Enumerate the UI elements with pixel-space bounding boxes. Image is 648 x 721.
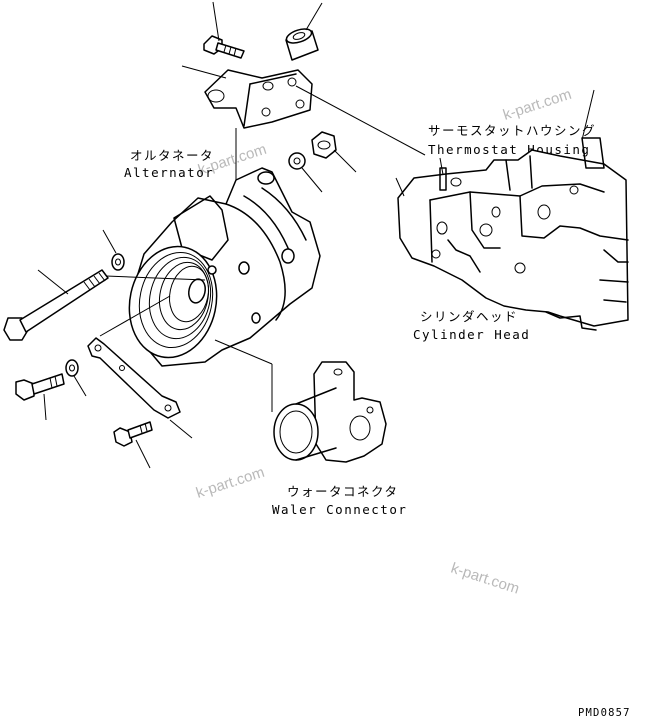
mounting-bolt-short — [113, 421, 153, 447]
alternator-label-en: Alternator — [124, 165, 214, 180]
nut — [311, 131, 337, 159]
mounting-bolt-long — [3, 269, 109, 341]
washer — [288, 152, 306, 170]
leader-line — [169, 419, 193, 439]
water-connector-label-en: Waler Connector — [272, 502, 407, 517]
leader-line — [333, 149, 357, 173]
leader-line — [295, 85, 426, 156]
adjuster-strap — [87, 337, 181, 419]
watermark: k-part.com — [501, 86, 574, 124]
cylinder-head-label-en: Cylinder Head — [413, 327, 530, 342]
alternator-bracket — [204, 69, 313, 129]
leader-line — [102, 229, 117, 254]
leader-line — [73, 375, 87, 397]
leader-line — [135, 439, 151, 469]
page-number: PMD0857 — [578, 707, 631, 719]
alternator — [128, 167, 321, 367]
bracket-bolt — [203, 35, 245, 59]
water-connector — [273, 361, 387, 463]
leader-line — [212, 1, 220, 42]
spacer-collar — [285, 28, 319, 61]
leader-line — [37, 269, 69, 295]
thermostat-housing-label-en: Thermostat Housing — [428, 142, 590, 157]
mounting-bolt-short — [15, 373, 65, 401]
thermostat-housing-label-jp: サーモスタットハウシング — [428, 123, 596, 138]
leader-line — [301, 167, 323, 193]
washer — [65, 359, 79, 377]
leader-line — [395, 177, 405, 197]
leader-line — [581, 89, 595, 141]
watermark: k-part.com — [194, 464, 267, 502]
water-connector-label-jp: ウォータコネクタ — [287, 484, 399, 499]
leader-line — [99, 295, 171, 337]
leader-line — [305, 2, 323, 31]
washer — [111, 253, 125, 271]
cylinder-head-label-jp: シリンダヘッド — [420, 309, 518, 324]
leader-line — [43, 393, 47, 421]
leader-line — [181, 65, 227, 79]
watermark: k-part.com — [449, 560, 522, 598]
leader-line — [105, 275, 206, 281]
cylinder-head — [397, 137, 629, 331]
alternator-label-jp: オルタネータ — [130, 148, 214, 163]
leader-line — [214, 339, 273, 365]
